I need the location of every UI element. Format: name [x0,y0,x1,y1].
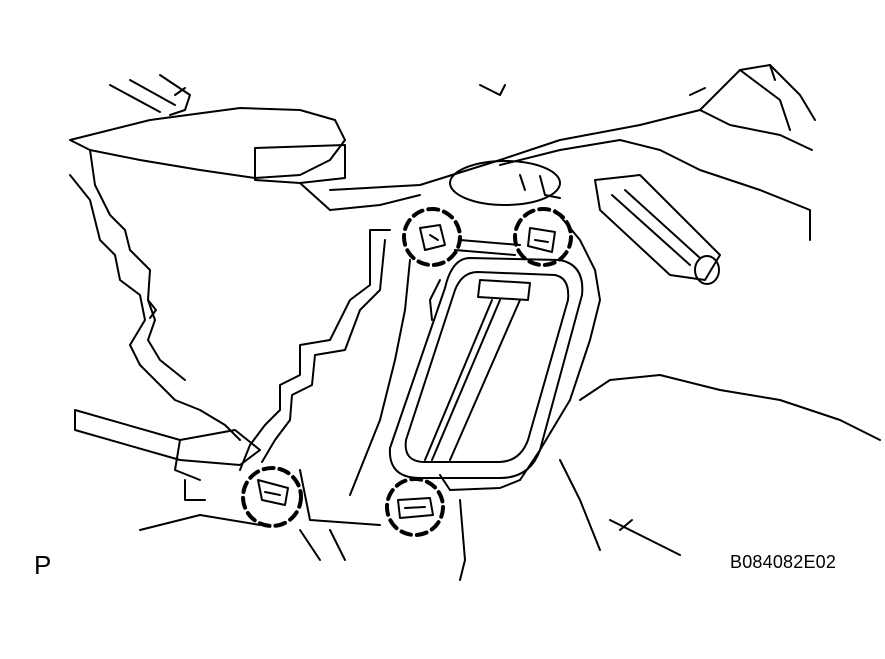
view-letter: P [34,550,52,580]
clip-marker-2 [513,207,573,267]
cylinder-part [449,160,721,285]
clip-marker-3 [241,466,303,528]
upper-right-beam [329,64,816,241]
clip-location-markers [241,207,573,537]
left-bracket-edge [69,174,241,441]
figure-code: B084082E02 [730,552,837,572]
upper-left-panel [69,74,346,186]
clip-details [257,224,556,519]
vent-frame [388,257,584,479]
main-housing [239,209,601,581]
lower-right-panel [299,374,881,561]
clip-marker-4 [385,477,445,537]
clip-marker-1 [402,207,462,267]
lower-left-bracket [74,409,261,531]
mounting-tab [254,144,421,211]
